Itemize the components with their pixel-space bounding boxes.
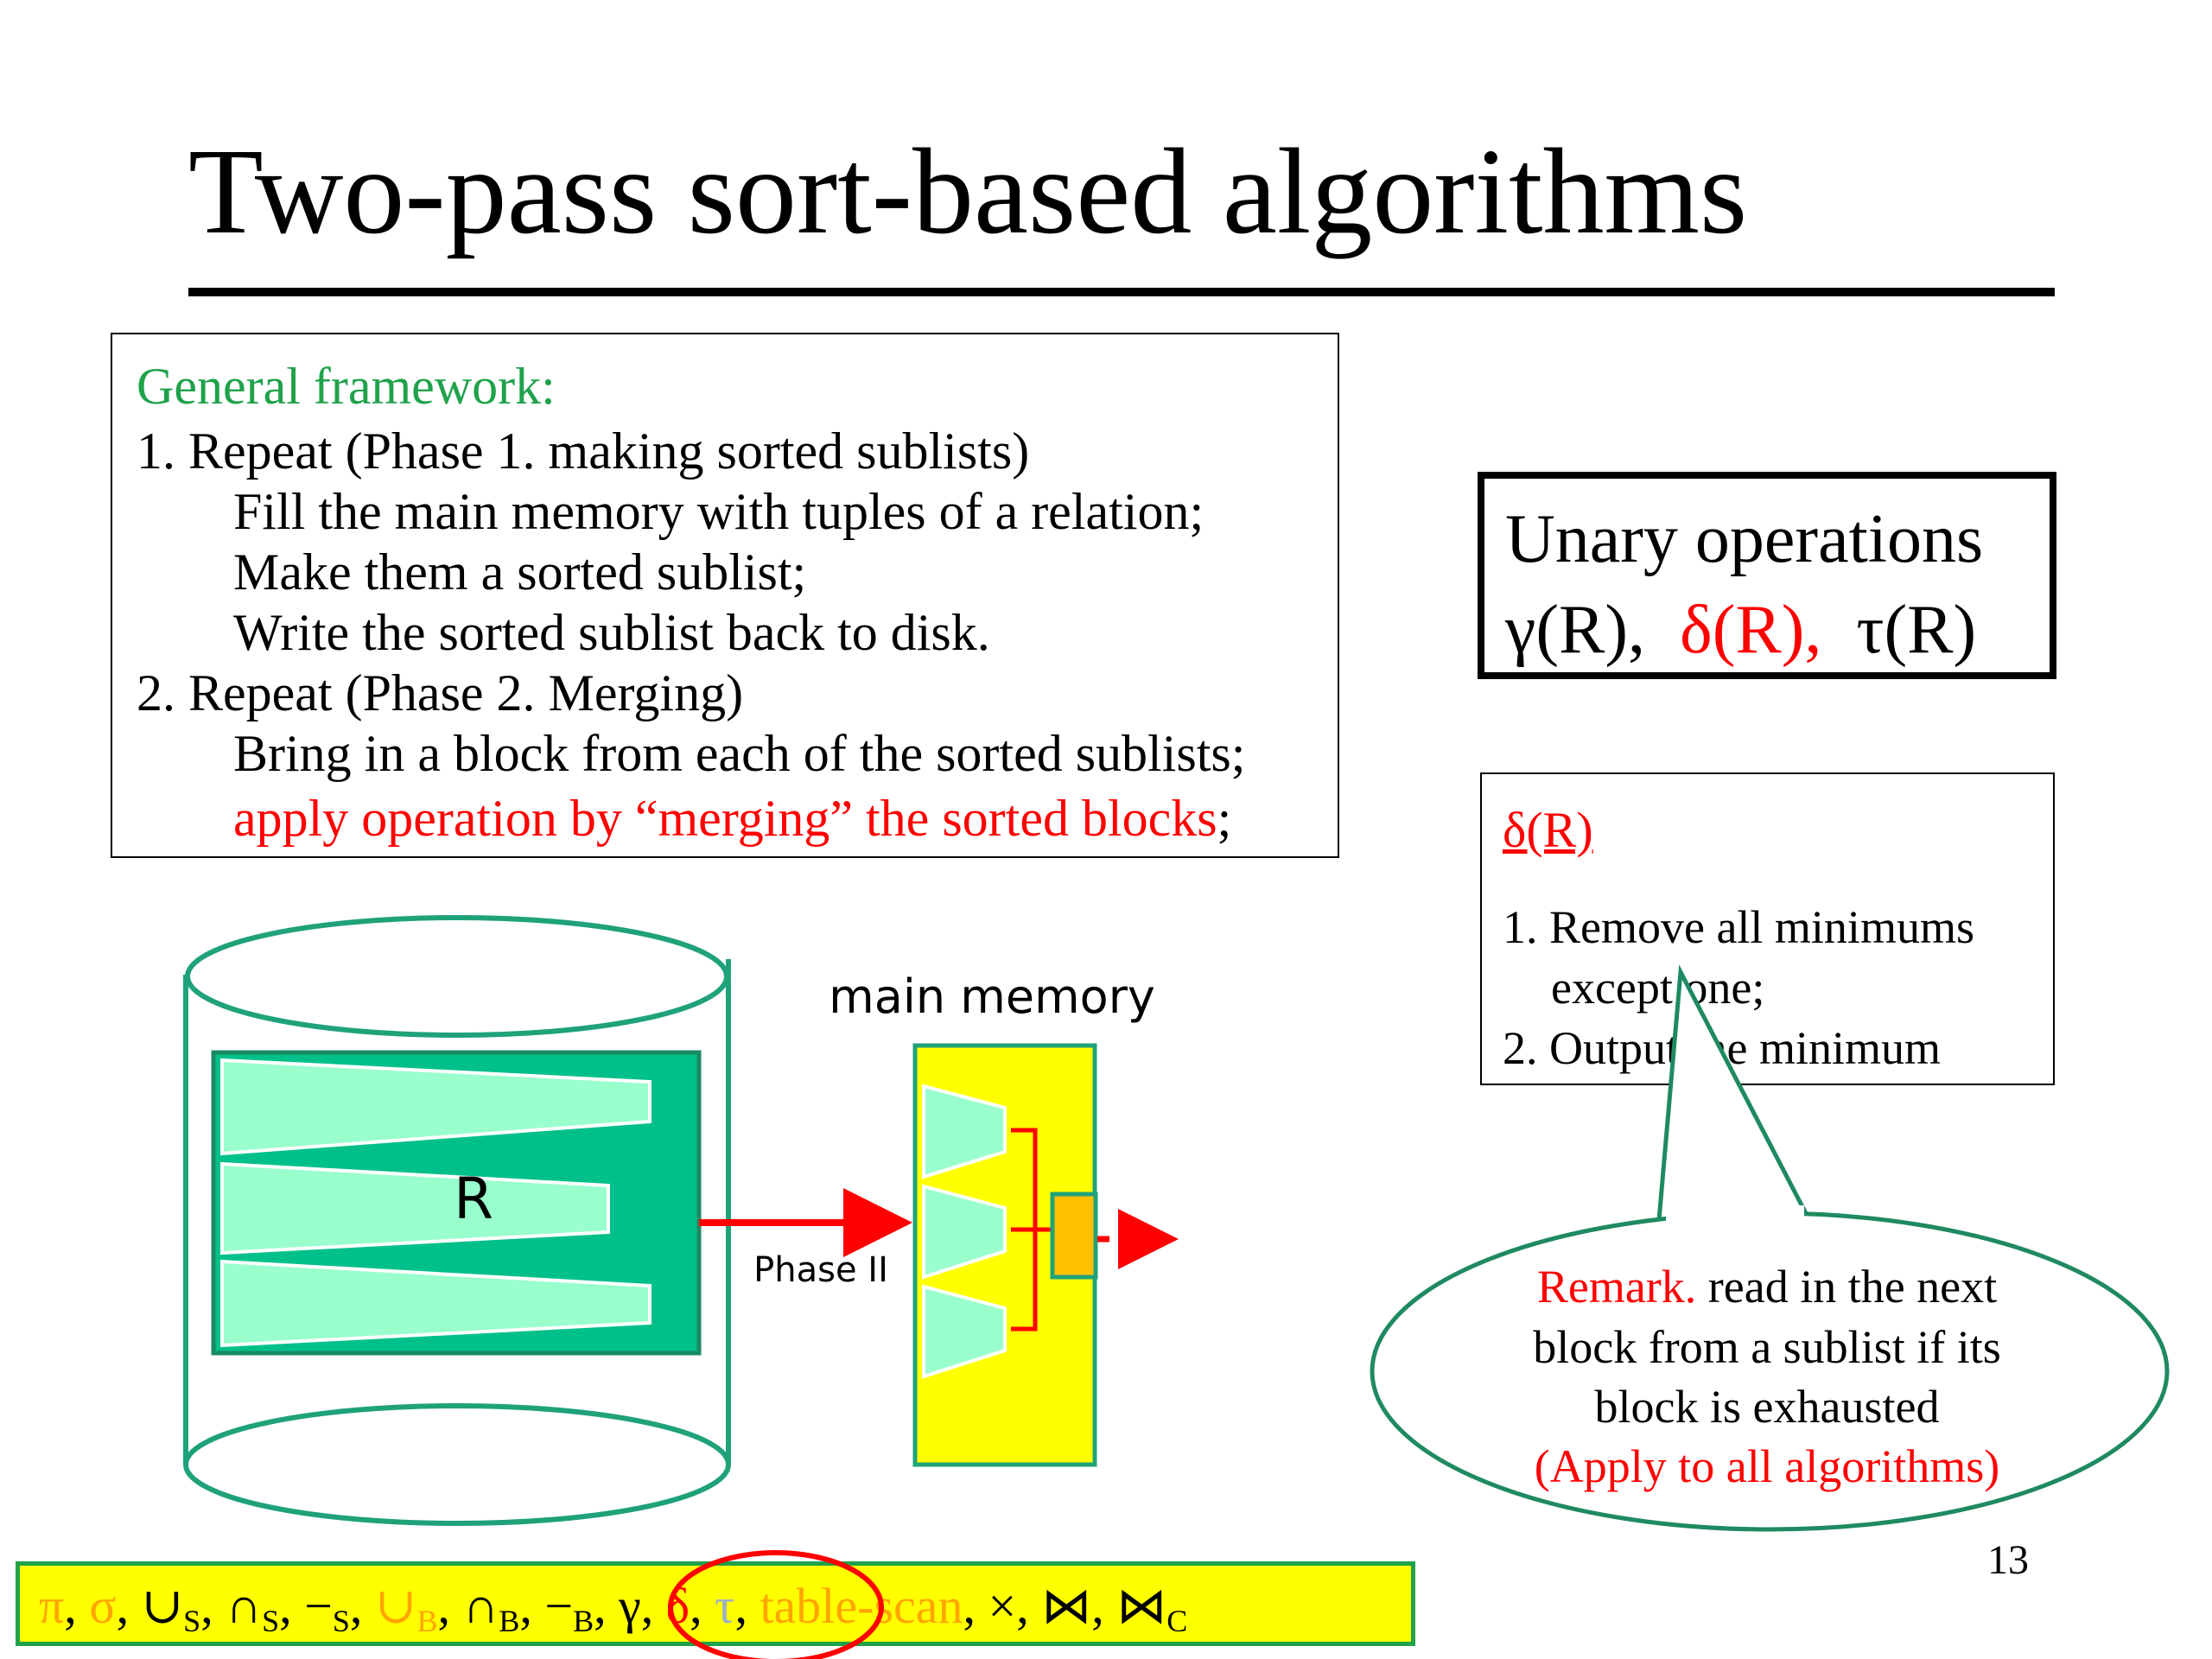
unary-ops-highlight-circle [671, 1553, 881, 1659]
